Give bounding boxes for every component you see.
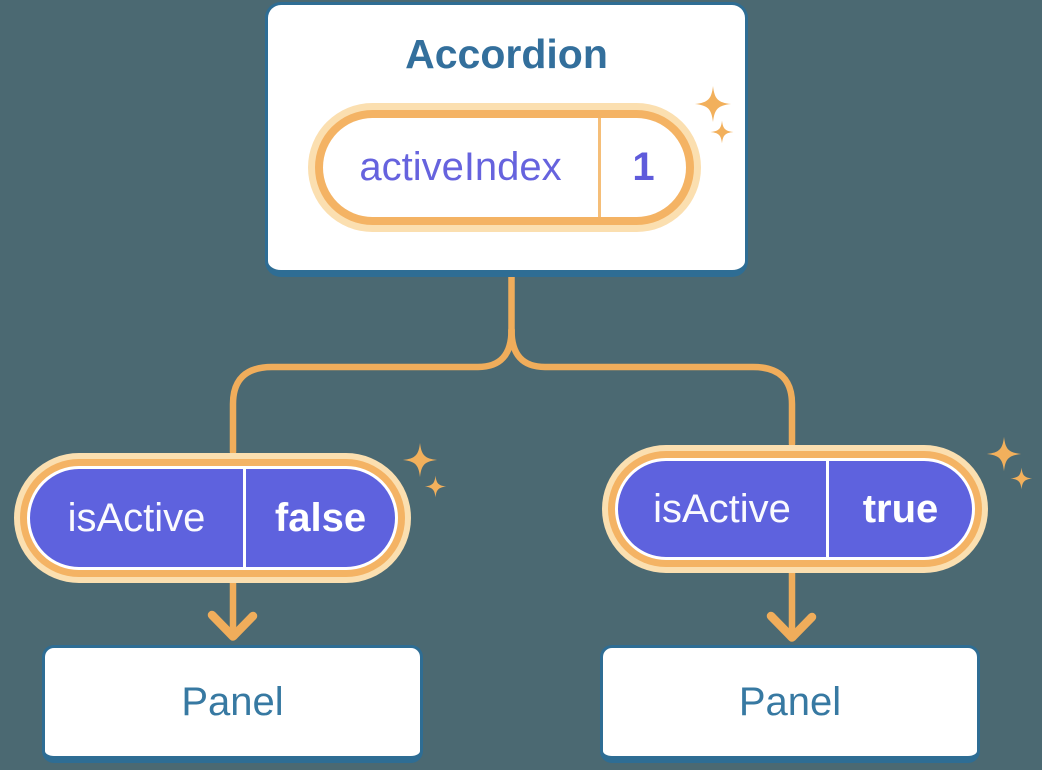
connector-branch-left	[229, 326, 515, 456]
pill-label: isActive	[67, 495, 206, 540]
pill-body: activeIndex 1	[323, 118, 686, 217]
sparkle-icon	[402, 442, 438, 478]
pill-divider	[826, 461, 829, 557]
pill-value: false	[274, 495, 367, 540]
panel-title: Panel	[181, 679, 284, 724]
arrow-head-left-icon	[207, 610, 258, 641]
panel-card-left: Panel	[42, 645, 423, 763]
pill-ring: activeIndex 1	[315, 110, 694, 225]
arrow-head-right-icon	[766, 611, 817, 642]
panel-card-right: Panel	[600, 645, 980, 763]
is-active-pill-true: isActive true	[602, 445, 988, 573]
sparkle-icon	[710, 120, 734, 144]
connector-branch-right	[508, 326, 796, 448]
pill-divider	[243, 469, 246, 567]
pill-ring: isActive false	[20, 459, 405, 577]
pill-label: activeIndex	[359, 145, 562, 189]
pill-value: 1	[632, 145, 655, 189]
accordion-title: Accordion	[405, 31, 608, 77]
pill-divider	[598, 118, 601, 217]
sparkle-icon	[986, 436, 1022, 472]
pill-label: isActive	[653, 486, 791, 531]
pill-body: isActive false	[27, 466, 398, 570]
active-index-pill: activeIndex 1	[308, 103, 701, 232]
sparkle-icon	[424, 475, 447, 498]
sparkle-icon	[1010, 467, 1033, 490]
accordion-card: Accordion activeIndex 1	[265, 2, 748, 277]
panel-title: Panel	[738, 679, 842, 724]
pill-value: true	[862, 486, 939, 531]
pill-ring: isActive true	[608, 451, 982, 567]
sparkle-icon	[694, 85, 732, 123]
is-active-pill-false: isActive false	[14, 453, 411, 583]
pill-body: isActive true	[615, 458, 975, 560]
